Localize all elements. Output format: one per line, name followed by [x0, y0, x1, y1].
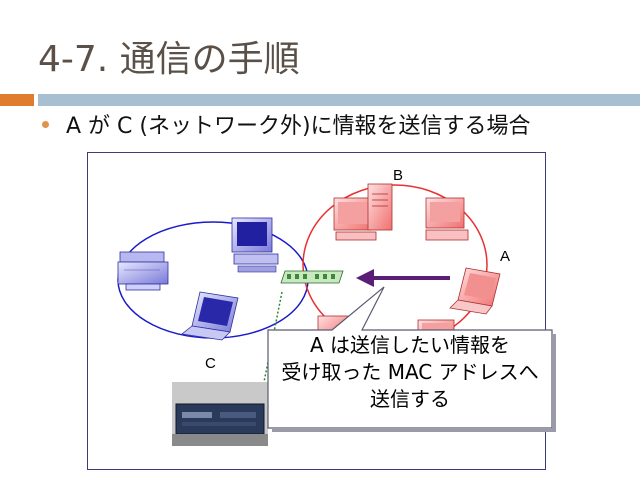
laptop-icon — [449, 267, 501, 315]
node-label-b: B — [393, 167, 404, 184]
desktop-pc-icon — [425, 197, 469, 241]
slide-title: 4-7. 通信の手順 — [38, 39, 300, 80]
switch-icon — [280, 270, 344, 284]
router-photo-icon — [172, 382, 268, 446]
callout-text: A は送信したい情報を 受け取った MAC アドレスへ 送信する — [268, 332, 552, 413]
diagram-frame — [87, 152, 546, 470]
printer-icon — [117, 251, 169, 291]
send-arrow — [356, 269, 450, 287]
desktop-pc-icon — [231, 217, 279, 273]
server-tower-icon — [367, 183, 393, 231]
callout-line: 受け取った MAC アドレスへ — [281, 360, 539, 384]
title-accent-bar — [0, 94, 34, 106]
laptop-icon — [181, 291, 239, 341]
bullet-dot — [42, 121, 49, 128]
callout-shadow — [552, 334, 556, 432]
callout-line: 送信する — [370, 387, 450, 411]
callout-line: A は送信したい情報を — [309, 333, 511, 357]
bullet-text: A が C (ネットワーク外)に情報を送信する場合 — [66, 114, 531, 139]
callout-shadow — [272, 428, 556, 432]
node-label-a: A — [500, 248, 511, 265]
node-label-c: C — [205, 355, 216, 372]
desktop-pc-icon — [333, 197, 377, 241]
title-divider-bar — [38, 94, 640, 106]
